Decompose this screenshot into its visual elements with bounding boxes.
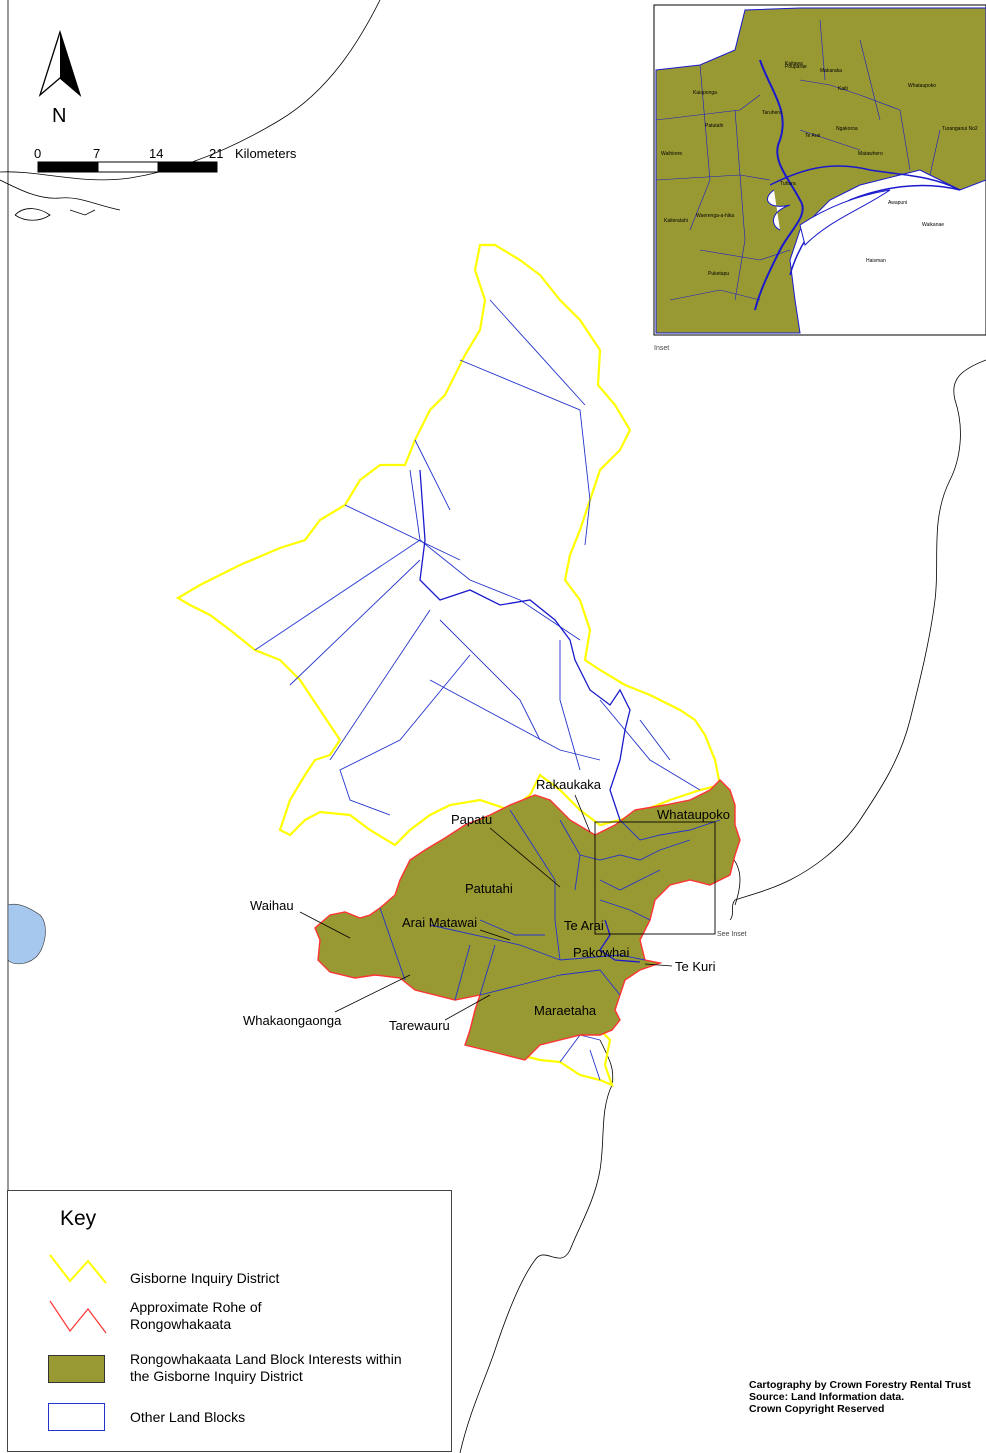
inset-label-10: Kaiaponga	[693, 90, 717, 96]
legend-title: Key	[60, 1207, 97, 1230]
label-waihau: Waihau	[250, 898, 294, 913]
yellow-line-icon	[49, 1254, 107, 1284]
inquiry-district-boundary	[175, 243, 722, 847]
scale-unit: Kilometers	[235, 146, 297, 161]
legend-item-rohe: Approximate Rohe of Rongowhakaata	[48, 1299, 448, 1343]
see-inset-label: See Inset	[717, 931, 747, 938]
inset-label-8: Awapuni	[888, 200, 907, 206]
legend: Key Gisborne Inquiry District Approximat…	[7, 1190, 452, 1452]
inset-label-6: Taruheru	[762, 110, 782, 116]
credits-line-1: Cartography by Crown Forestry Rental Tru…	[749, 1379, 971, 1391]
inset-label-4: Waikanae	[922, 222, 944, 228]
legend-label-other-blocks: Other Land Blocks	[130, 1409, 246, 1425]
north-label: N	[52, 105, 66, 127]
red-line-icon	[49, 1300, 107, 1334]
other-land-blocks	[254, 299, 701, 1081]
legend-item-other-blocks: Other Land Blocks	[48, 1403, 448, 1437]
inset-label-5: Whataupoko	[908, 83, 936, 89]
scale-tick-7: 7	[93, 146, 100, 161]
legend-label-interests: Rongowhakaata Land Block Interests withi…	[130, 1351, 402, 1384]
label-pakowhai: Pakowhai	[573, 945, 629, 960]
blue-outline-swatch	[48, 1403, 105, 1431]
inset-label-14: Waerenga-a-hika	[696, 213, 734, 219]
label-whakaongaonga: Whakaongaonga	[243, 1013, 342, 1028]
label-papatu: Papatu	[451, 812, 492, 827]
label-te-kuri: Te Kuri	[675, 959, 716, 974]
label-whataupoko: Whataupoko	[657, 807, 730, 822]
inset-label-13: Waihirere	[661, 151, 682, 157]
legend-item-district: Gisborne Inquiry District	[48, 1253, 448, 1293]
olive-fill-swatch	[48, 1355, 105, 1383]
river-lower	[599, 919, 641, 963]
inset-label-12: Te Arai	[805, 133, 820, 139]
inset-extent-box	[594, 821, 716, 935]
inset-label-18: Kaiteratahi	[664, 218, 688, 224]
inset-label-3: Kaiti	[838, 86, 848, 92]
credits: Cartography by Crown Forestry Rental Tru…	[749, 1379, 971, 1415]
label-patutahi: Patutahi	[465, 881, 513, 896]
inset-caption: Inset	[654, 345, 669, 352]
legend-label-district: Gisborne Inquiry District	[130, 1270, 280, 1286]
inset-label-17: Haisman	[866, 258, 886, 264]
scale-tick-21: 21	[209, 146, 223, 161]
label-te-arai: Te Arai	[564, 918, 604, 933]
inset-label-11: Ngakoroa	[836, 126, 858, 132]
legend-item-interests: Rongowhakaata Land Block Interests withi…	[48, 1351, 448, 1395]
inset-label-19: Puketapu	[708, 271, 729, 277]
inset-label-7: Patutahi	[705, 123, 723, 129]
inset-labels: Matawhero Pouparae Makaraka Kaiti Waikan…	[661, 61, 978, 277]
interest-block-lines	[379, 809, 721, 1001]
place-labels: Rakaukaka Papatu Whataupoko Patutahi Wai…	[243, 777, 730, 1033]
scale-tick-0: 0	[34, 146, 41, 161]
scale-tick-14: 14	[149, 146, 163, 161]
inset-label-9: Turanganui No2	[942, 126, 978, 132]
credits-line-3: Crown Copyright Reserved	[749, 1403, 885, 1415]
inset-label-0: Matawhero	[858, 151, 883, 157]
inset-label-2: Makaraka	[820, 68, 842, 74]
inset-label-1: Pouparae	[785, 64, 807, 70]
inset-map: Matawhero Pouparae Makaraka Kaiti Waikan…	[653, 4, 986, 352]
label-arai-matawai: Arai Matawai	[402, 915, 477, 930]
label-tarewauru: Tarewauru	[389, 1018, 450, 1033]
inset-label-15: Tuhara	[780, 181, 796, 187]
label-rakaukaka: Rakaukaka	[536, 777, 602, 792]
legend-label-rohe: Approximate Rohe of Rongowhakaata	[130, 1299, 262, 1332]
lake	[7, 903, 46, 965]
rongowhakaata-interests	[314, 779, 741, 1061]
credits-line-2: Source: Land Information data.	[749, 1391, 905, 1403]
label-maraetaha: Maraetaha	[534, 1003, 597, 1018]
inset-label-16: Kaitawa	[785, 61, 803, 67]
north-arrow-icon: N	[38, 29, 82, 127]
scale-bar: 0 7 14 21 Kilometers	[34, 146, 297, 173]
